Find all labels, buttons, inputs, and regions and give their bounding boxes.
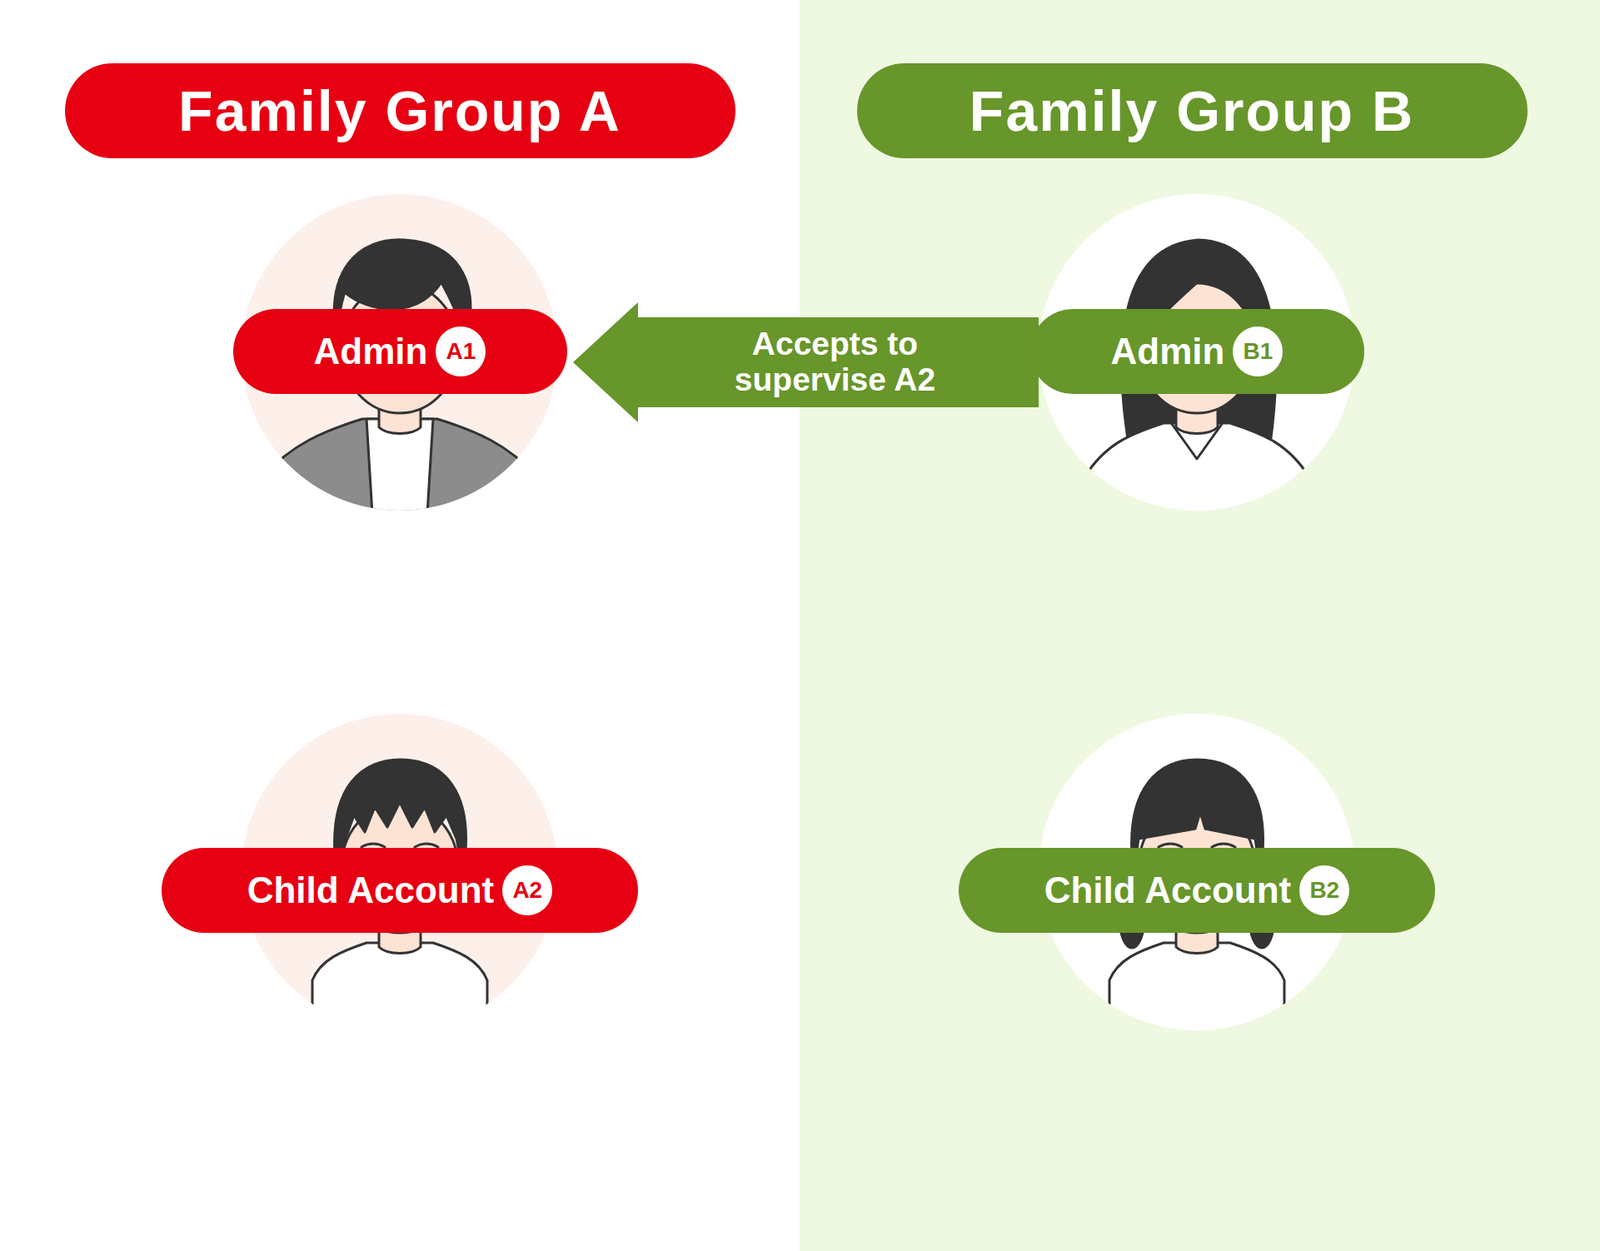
family-group: Family Group A AdminA1Child AccountA2 xyxy=(0,0,800,1251)
group-heading: Family Group B xyxy=(857,63,1528,159)
group-heading: Family Group A xyxy=(64,63,736,159)
member-node: Child AccountB2 xyxy=(1038,713,1356,1031)
account-badge: A2 xyxy=(502,865,553,916)
account-badge: A1 xyxy=(435,326,486,377)
role-name: Child Account xyxy=(1044,869,1292,912)
arrow-label: Accepts to supervise A2 xyxy=(706,326,965,399)
role-name: Admin xyxy=(314,330,429,373)
account-badge: B2 xyxy=(1299,865,1350,916)
role-label: AdminA1 xyxy=(233,309,568,394)
group-ground xyxy=(0,0,800,1251)
member-node: Child AccountA2 xyxy=(241,713,559,1031)
account-badge: B1 xyxy=(1232,326,1283,377)
role-label: Child AccountB2 xyxy=(958,847,1436,933)
role-label: AdminB1 xyxy=(1030,309,1365,394)
role-label: Child AccountA2 xyxy=(161,847,639,933)
group-ground xyxy=(799,0,1600,1251)
group-title: Family Group B xyxy=(969,78,1415,144)
role-name: Child Account xyxy=(247,869,495,912)
group-title: Family Group A xyxy=(178,78,622,144)
member-node: AdminA1 xyxy=(241,194,559,511)
family-group: Family Group B AdminB1Child AccountB2 xyxy=(799,0,1600,1251)
role-name: Admin xyxy=(1111,330,1226,373)
member-node: AdminB1 xyxy=(1038,194,1356,511)
block-arrow xyxy=(573,302,1039,423)
